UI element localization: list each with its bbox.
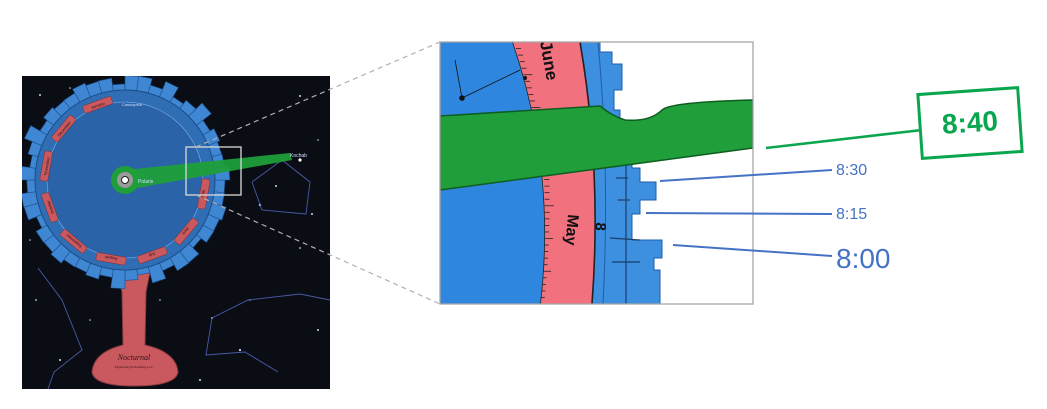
month-plaque-label: January bbox=[90, 101, 105, 111]
zoom-panel: June May 8 bbox=[439, 41, 754, 305]
zoom-dial-steps bbox=[597, 42, 663, 304]
month-plaque-bg bbox=[39, 150, 53, 182]
month-plaque-label: May bbox=[200, 190, 206, 198]
callout-box-840 bbox=[916, 85, 1024, 161]
sighting-hole bbox=[121, 176, 129, 184]
month-plaque-bg bbox=[95, 252, 127, 266]
cassiopeia-label: Cassiopeia bbox=[122, 102, 143, 107]
callouts: 8:40 8:30 8:15 8:00 bbox=[645, 85, 1024, 274]
zoom-frame bbox=[439, 41, 754, 305]
month-plaque-bg bbox=[174, 217, 199, 245]
zoom-star-2 bbox=[523, 76, 527, 80]
month-plaque: July bbox=[137, 246, 168, 264]
month-plaque-label: August bbox=[104, 255, 118, 262]
zoom-hour-mark: 8 bbox=[591, 222, 609, 232]
callout-line-840 bbox=[765, 128, 923, 150]
callout-line-800 bbox=[672, 244, 833, 257]
month-ring-outer-edge bbox=[579, 42, 596, 304]
brand-label: Nocturnal bbox=[117, 353, 151, 362]
nocturnal-image: Nocturnal Engineering & Modelling, LLC J… bbox=[22, 76, 330, 389]
month-plaque-bg bbox=[41, 192, 59, 223]
zoom-region-box bbox=[185, 146, 242, 196]
month-plaque: October bbox=[41, 192, 59, 223]
callout-label-800: 8:00 bbox=[836, 243, 891, 274]
callout-line-815 bbox=[645, 212, 833, 215]
zoom-pointer bbox=[440, 99, 753, 191]
month-plaque-bg bbox=[51, 115, 76, 143]
zoom-month-may: May bbox=[561, 214, 581, 247]
callout-label-830: 8:30 bbox=[836, 162, 867, 179]
pointer-arm bbox=[124, 153, 292, 190]
brand-sub-label: Engineering & Modelling, LLC bbox=[115, 365, 153, 370]
hour-ticks bbox=[609, 150, 641, 304]
month-plaque-label: October bbox=[45, 199, 55, 215]
callout-label-840: 8:40 bbox=[941, 105, 999, 140]
month-plaque: June bbox=[174, 217, 199, 245]
callout-line-830 bbox=[659, 169, 833, 182]
month-plaque-bg bbox=[82, 96, 113, 114]
nocturnal-handle bbox=[91, 271, 179, 387]
kochab-label: Kochab bbox=[290, 153, 307, 159]
month-plaque: August bbox=[95, 252, 127, 266]
kochab-star bbox=[298, 158, 302, 162]
month-plaque-bg bbox=[60, 229, 88, 254]
constellation-lines bbox=[37, 159, 330, 389]
month-plaque: November bbox=[39, 150, 53, 182]
month-plaque: January bbox=[82, 96, 113, 114]
zoom-star bbox=[459, 95, 465, 101]
polaris-label: Polaris bbox=[138, 179, 154, 185]
month-plaque-label: July bbox=[148, 251, 156, 258]
month-plaque-bg bbox=[137, 246, 168, 264]
month-plaque-label: June bbox=[181, 226, 191, 236]
callout-label-815: 8:15 bbox=[836, 206, 867, 223]
month-plaque-label: November bbox=[43, 156, 51, 176]
